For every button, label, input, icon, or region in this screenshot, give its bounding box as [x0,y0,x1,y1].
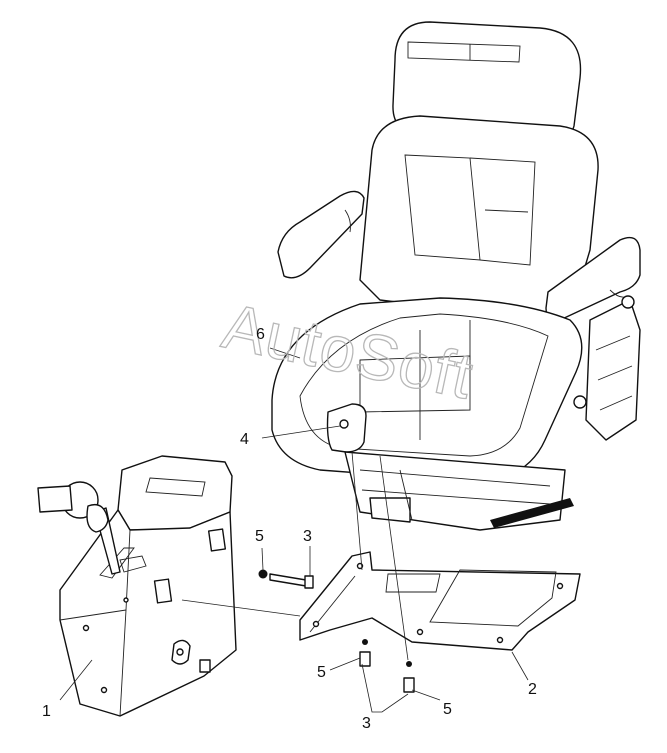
callout-5-left: 5 [255,528,264,545]
bolt-left [269,573,307,587]
callouts: 6 4 5 3 1 2 5 5 3 [42,326,537,732]
callout-2: 2 [528,681,537,698]
callout-6: 6 [256,326,265,343]
callout-1: 1 [42,703,51,720]
callout-3-bottom: 3 [362,715,371,732]
callout-4: 4 [240,431,249,448]
bolt-right [403,677,415,693]
washer-left [258,569,268,579]
callout-5-mid: 5 [317,664,326,681]
bolt-mid [359,651,371,667]
control-console [37,455,237,717]
fasteners [258,569,415,693]
seat [271,21,641,531]
callout-5-right: 5 [443,701,452,718]
seat-base-plate [299,551,581,651]
callout-3-top: 3 [303,528,312,545]
washer-mid [362,639,368,645]
washer-right [406,661,412,667]
leader-lines [59,347,529,713]
